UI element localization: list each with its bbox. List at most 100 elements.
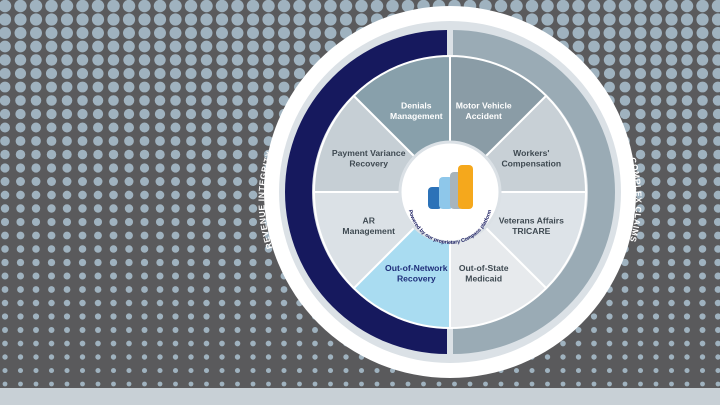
background-dot bbox=[248, 149, 258, 160]
background-dot bbox=[621, 299, 629, 307]
background-dot bbox=[572, 0, 585, 13]
background-dot bbox=[16, 204, 25, 213]
background-dot bbox=[684, 381, 690, 387]
background-dot bbox=[201, 81, 212, 93]
background-dot bbox=[171, 258, 180, 267]
background-dot bbox=[696, 27, 709, 39]
background-dot bbox=[32, 231, 40, 240]
background-dot bbox=[78, 258, 87, 267]
background-dot bbox=[696, 13, 709, 26]
background-dot bbox=[714, 231, 720, 240]
background-dot bbox=[636, 204, 645, 213]
background-dot bbox=[247, 67, 259, 80]
background-dot bbox=[218, 231, 226, 240]
background-dot bbox=[281, 354, 287, 360]
background-dot bbox=[188, 381, 194, 387]
background-dot bbox=[188, 340, 194, 347]
background-dot bbox=[591, 327, 597, 333]
background-dot bbox=[250, 381, 256, 387]
background-dot bbox=[93, 217, 103, 227]
background-dot bbox=[219, 367, 225, 374]
background-dot bbox=[188, 354, 194, 360]
background-dot bbox=[0, 40, 11, 53]
background-dot bbox=[202, 217, 211, 227]
background-dot bbox=[343, 354, 349, 360]
background-dot bbox=[94, 258, 102, 267]
background-dot bbox=[110, 367, 117, 374]
background-dot bbox=[714, 272, 720, 280]
background-dot bbox=[124, 177, 134, 186]
background-dot bbox=[666, 95, 677, 106]
background-dot bbox=[63, 313, 71, 320]
background-dot bbox=[79, 299, 86, 307]
background-dot bbox=[712, 27, 720, 39]
background-dot bbox=[186, 204, 196, 213]
background-dot bbox=[155, 163, 165, 173]
background-dot bbox=[233, 272, 242, 280]
background-dot bbox=[698, 204, 707, 213]
background-dot bbox=[48, 286, 55, 293]
background-dot bbox=[714, 258, 720, 267]
background-dot bbox=[248, 190, 258, 200]
background-dot bbox=[249, 245, 257, 253]
background-dot bbox=[139, 81, 150, 93]
background-dot bbox=[78, 204, 87, 213]
background-dot bbox=[668, 286, 675, 293]
background-dot bbox=[76, 54, 89, 66]
background-dot bbox=[95, 340, 101, 347]
background-dot bbox=[95, 381, 101, 387]
background-dot bbox=[603, 54, 616, 66]
background-dot bbox=[126, 327, 132, 333]
background-dot bbox=[696, 67, 709, 80]
background-dot bbox=[2, 367, 8, 374]
background-dot bbox=[715, 354, 720, 360]
background-dot bbox=[711, 13, 720, 26]
background-dot bbox=[618, 13, 632, 26]
background-dot bbox=[170, 136, 181, 146]
background-dot bbox=[187, 272, 195, 280]
background-dot bbox=[587, 0, 601, 13]
background-dot bbox=[61, 27, 73, 39]
background-dot bbox=[31, 149, 41, 160]
background-dot bbox=[262, 67, 275, 80]
background-dot bbox=[219, 381, 225, 387]
background-dot bbox=[635, 136, 646, 146]
background-dot bbox=[76, 13, 89, 26]
background-dot bbox=[231, 54, 244, 66]
background-dot bbox=[185, 27, 197, 39]
background-dot bbox=[92, 95, 104, 106]
background-dot bbox=[92, 122, 104, 133]
background-dot bbox=[1, 299, 9, 307]
background-dot bbox=[216, 108, 228, 120]
background-dot bbox=[698, 217, 707, 227]
background-dot bbox=[126, 340, 132, 347]
background-dot bbox=[390, 381, 395, 387]
background-dot bbox=[483, 381, 488, 387]
background-dot bbox=[713, 177, 720, 186]
background-dot bbox=[635, 149, 646, 160]
revenue-integrity-band bbox=[285, 30, 447, 354]
background-dot bbox=[668, 327, 675, 333]
background-dot bbox=[713, 163, 720, 173]
background-dot bbox=[125, 286, 133, 293]
background-dot bbox=[634, 67, 647, 80]
background-dot bbox=[110, 313, 117, 320]
background-dot bbox=[172, 340, 179, 347]
background-dot bbox=[202, 231, 211, 240]
background-dot bbox=[684, 340, 690, 347]
background-dot bbox=[76, 27, 89, 39]
background-dot bbox=[125, 313, 133, 320]
background-dot bbox=[187, 231, 195, 240]
background-dot bbox=[296, 327, 303, 333]
background-dot bbox=[650, 95, 662, 106]
background-dot bbox=[32, 272, 40, 280]
background-dot bbox=[61, 54, 73, 66]
background-dot bbox=[107, 40, 120, 53]
background-dot bbox=[16, 258, 25, 267]
background-dot bbox=[17, 313, 24, 320]
background-dot bbox=[684, 327, 690, 333]
background-dot bbox=[606, 299, 613, 307]
background-dot bbox=[218, 286, 226, 293]
background-dot bbox=[296, 367, 303, 374]
background-dot bbox=[265, 286, 272, 293]
